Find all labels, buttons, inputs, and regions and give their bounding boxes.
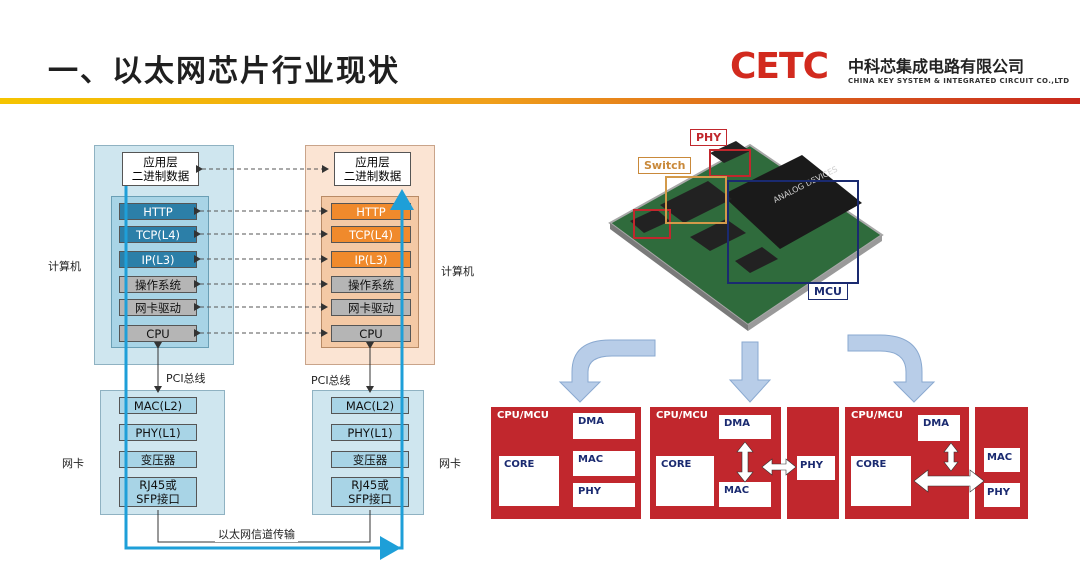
layer-http-left: HTTP [119,203,197,220]
nic-mac-left: MAC(L2) [119,397,197,414]
layer-cpu-right: CPU [331,325,411,342]
nic-label-right: 网卡 [439,457,461,470]
cetc-logo: CETC [730,46,829,87]
arrow-left-curved [558,339,656,403]
peer-arrows [194,165,329,337]
layer-cpu-left: CPU [119,325,197,342]
rj45-line2: SFP接口 [136,492,180,506]
nic-transformer-right: 变压器 [331,451,409,468]
company-name-cn: 中科芯集成电路有限公司 [848,57,1025,76]
dma-block: DMA [918,415,960,441]
core-block: CORE [851,456,911,506]
layer-driver-right: 网卡驱动 [331,299,411,316]
app-layer-box-left: 应用层 二进制数据 [122,152,199,186]
phy-tag: PHY [690,129,728,146]
pci-bus-label-left: PCI总线 [166,372,206,385]
mac-block: MAC [984,448,1020,472]
nic-transformer-left: 变压器 [119,451,197,468]
binary-data-label: 二进制数据 [343,169,402,183]
phy-block: PHY [797,456,835,480]
switch-tag: Switch [638,157,692,174]
rj45-line1: RJ45或 [139,478,177,492]
nic-phy-left: PHY(L1) [119,424,197,441]
core-block: CORE [656,456,714,506]
rj45-line1: RJ45或 [351,478,389,492]
app-layer-label: 应用层 [143,155,178,169]
nic-label-left: 网卡 [62,457,84,470]
mac-block: MAC [719,482,771,507]
dma-block: DMA [573,413,635,439]
cpu-mcu-label: CPU/MCU [656,410,708,421]
ethernet-channel-label: 以太网信道传输 [215,526,298,542]
pci-bus-label-right: PCI总线 [311,374,351,387]
layer-tcp-right: TCP(L4) [331,226,411,243]
layer-ip-left: IP(L3) [119,251,197,268]
cpu-mcu-label: CPU/MCU [851,410,903,421]
page-title: 一、以太网芯片行业现状 [48,54,400,89]
rj45-line2: SFP接口 [348,492,392,506]
layer-driver-left: 网卡驱动 [119,299,197,316]
phy-block: PHY [573,483,635,507]
mac-block: MAC [573,451,635,476]
chip-highlight-boxes [633,149,859,284]
computer-label-left: 计算机 [48,260,81,273]
computer-label-right: 计算机 [441,265,474,278]
app-layer-label: 应用层 [355,155,390,169]
header-divider [0,98,1080,104]
binary-data-label: 二进制数据 [131,169,190,183]
app-layer-box-right: 应用层 二进制数据 [334,152,411,186]
company-name-en: CHINA KEY SYSTEM & INTEGRATED CIRCUIT CO… [848,77,1070,85]
cpu-mcu-label: CPU/MCU [497,410,549,421]
phy-block: PHY [984,483,1020,507]
nic-rj45-right: RJ45或 SFP接口 [331,477,409,507]
layer-ip-right: IP(L3) [331,251,411,268]
nic-rj45-left: RJ45或 SFP接口 [119,477,197,507]
layer-tcp-left: TCP(L4) [119,226,197,243]
layer-os-right: 操作系统 [331,276,411,293]
dma-block: DMA [719,415,771,439]
core-block: CORE [499,456,559,506]
nic-phy-right: PHY(L1) [331,424,409,441]
arrow-right-curved [847,334,936,403]
arrow-down [728,341,772,403]
nic-mac-right: MAC(L2) [331,397,409,414]
mcu-tag: MCU [808,283,848,300]
